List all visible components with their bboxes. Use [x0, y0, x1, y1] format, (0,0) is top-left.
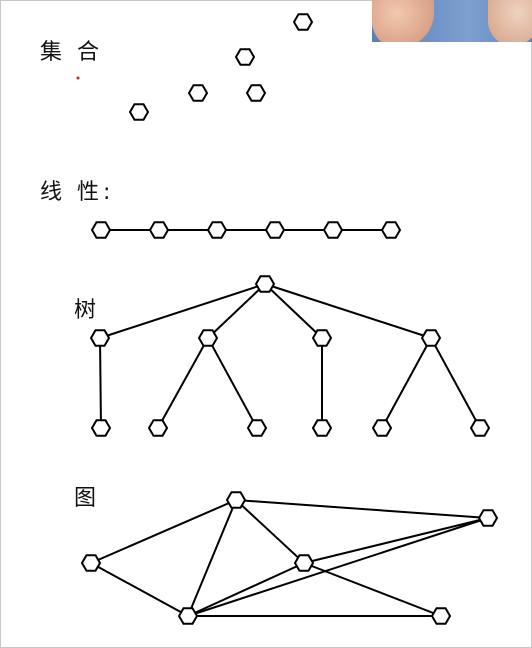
graph-label: 图 [74, 486, 101, 511]
set-structure [128, 13, 314, 121]
graph-node [293, 554, 315, 572]
webcam-overlay [372, 0, 532, 42]
graph-edge [235, 499, 489, 519]
graph-node [177, 607, 199, 625]
linear-node [90, 221, 112, 239]
tree-node [371, 419, 393, 437]
tree-edge [381, 337, 432, 429]
tree-node [246, 419, 268, 437]
tree-edge [430, 337, 481, 429]
graph-edge [303, 517, 489, 564]
graph-node [477, 509, 499, 527]
graph-edge [90, 562, 189, 617]
set-node [187, 84, 209, 102]
tree-label: 树 [74, 298, 101, 323]
linear-node [148, 221, 170, 239]
graph-node [225, 491, 247, 509]
tree-node [89, 329, 111, 347]
graph-node [430, 607, 452, 625]
tree-node [254, 275, 276, 293]
tree-node [311, 419, 333, 437]
stray-mark [76, 76, 80, 80]
linear-node [322, 221, 344, 239]
tree-edge [264, 283, 323, 339]
set-label: 集 合 [40, 40, 103, 65]
graph-edge [303, 562, 442, 617]
graph-node [80, 554, 102, 572]
tree-node [469, 419, 491, 437]
tree-edge [99, 283, 266, 339]
set-node [245, 84, 267, 102]
linear-node [206, 221, 228, 239]
linear-node [380, 221, 402, 239]
presenter-face [372, 0, 434, 42]
graph-edge [187, 499, 237, 617]
linear-label: 线 性: [40, 180, 115, 205]
tree-node [197, 329, 219, 347]
tree-edge [264, 283, 432, 339]
graph-edge [187, 562, 305, 617]
linear-structure [90, 221, 402, 239]
tree-node [90, 419, 112, 437]
tree-edge [157, 337, 209, 429]
graph-structure [80, 491, 499, 625]
set-node [234, 48, 256, 66]
graph-edge [90, 499, 237, 564]
set-node [128, 103, 150, 121]
set-node [292, 13, 314, 31]
graph-edge [235, 499, 305, 564]
tree-node [147, 419, 169, 437]
tree-node [420, 329, 442, 347]
linear-node [264, 221, 286, 239]
presenter-shoulder [488, 0, 532, 42]
tree-edge [207, 337, 258, 429]
tree-structure [89, 275, 491, 437]
graph-edge [187, 517, 489, 617]
tree-node [311, 329, 333, 347]
tree-edge [99, 337, 102, 429]
tree-edge [207, 283, 266, 339]
